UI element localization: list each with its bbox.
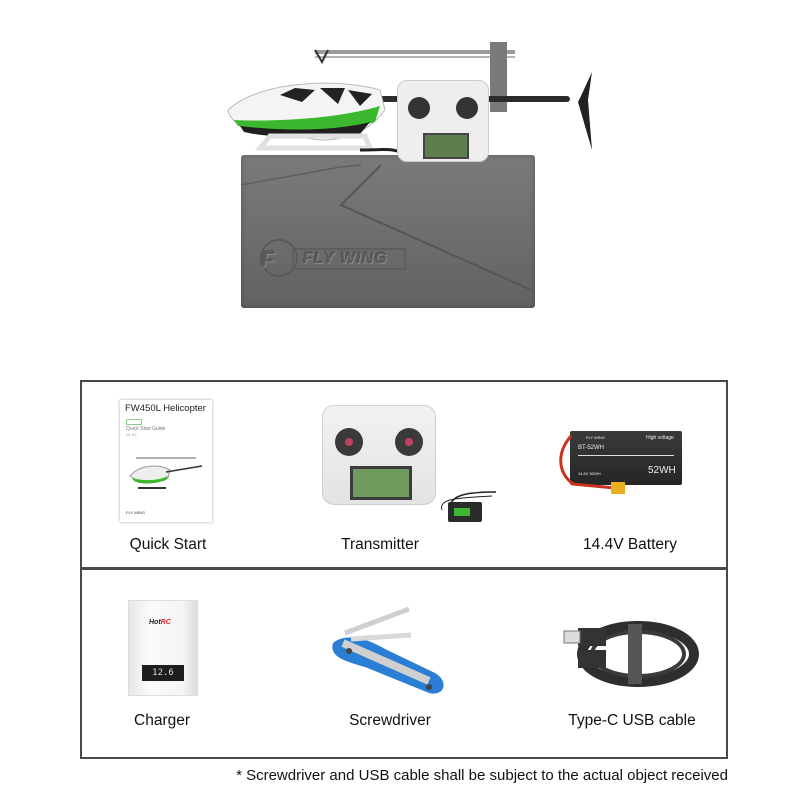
row-divider (80, 567, 727, 570)
receiver-antenna-icon (441, 491, 497, 511)
battery-tagline: High voltage (646, 435, 674, 441)
foam-case-embossing (241, 164, 532, 291)
guide-tag (126, 419, 142, 425)
guide-version: V1.00 (126, 432, 137, 437)
helicopter-illustration (227, 42, 592, 154)
charger-brand: HotRC (149, 619, 171, 626)
guide-subtitle: Quick Start Guide (126, 426, 166, 432)
transmitter-lcd (423, 133, 469, 159)
charger-image: HotRC 12.6 (128, 600, 198, 696)
guide-title: FW450L Helicopter (125, 403, 206, 414)
item-label-charger: Charger (134, 712, 190, 729)
receiver-icon (448, 502, 482, 522)
battery-model: BT-52WH (578, 445, 605, 451)
item-label-transmitter: Transmitter (341, 536, 419, 553)
transmitter-image (322, 405, 436, 505)
guide-helicopter-icon (129, 457, 203, 489)
charger-display: 12.6 (142, 665, 184, 681)
item-label-battery: 14.4V Battery (583, 536, 677, 553)
foam-case: F FLY WING (241, 155, 535, 308)
case-logo-letter: F (261, 247, 276, 272)
hero-transmitter (397, 80, 489, 162)
quick-start-guide-image: FW450L Helicopter Quick Start Guide V1.0… (120, 400, 212, 522)
battery-brand: FLY WING (586, 435, 605, 440)
item-label-quick-start: Quick Start (129, 536, 207, 553)
battery-spec: 14.8V 52WH (578, 471, 601, 476)
usb-cable-image (563, 621, 699, 687)
item-label-usb-cable: Type-C USB cable (568, 712, 696, 729)
transmitter-screen (350, 466, 412, 500)
left-stick-icon (335, 428, 363, 456)
right-stick-icon (395, 428, 423, 456)
battery-wires-icon (559, 435, 625, 494)
right-gimbal-icon (456, 97, 478, 119)
hero-product-image: F FLY WING (220, 40, 600, 315)
left-gimbal-icon (408, 97, 430, 119)
guide-brand: FLY WING (126, 510, 145, 515)
package-contents-box (80, 380, 728, 759)
battery-capacity: 52WH (648, 465, 676, 476)
screwdriver-image (332, 606, 444, 694)
battery-stripe (578, 455, 674, 456)
battery-image: FLY WING High voltage BT-52WH 14.8V 52WH… (570, 431, 682, 485)
case-brand-text: FLY WING (303, 250, 388, 267)
item-label-screwdriver: Screwdriver (349, 712, 431, 729)
footnote: * Screwdriver and USB cable shall be sub… (236, 767, 728, 784)
